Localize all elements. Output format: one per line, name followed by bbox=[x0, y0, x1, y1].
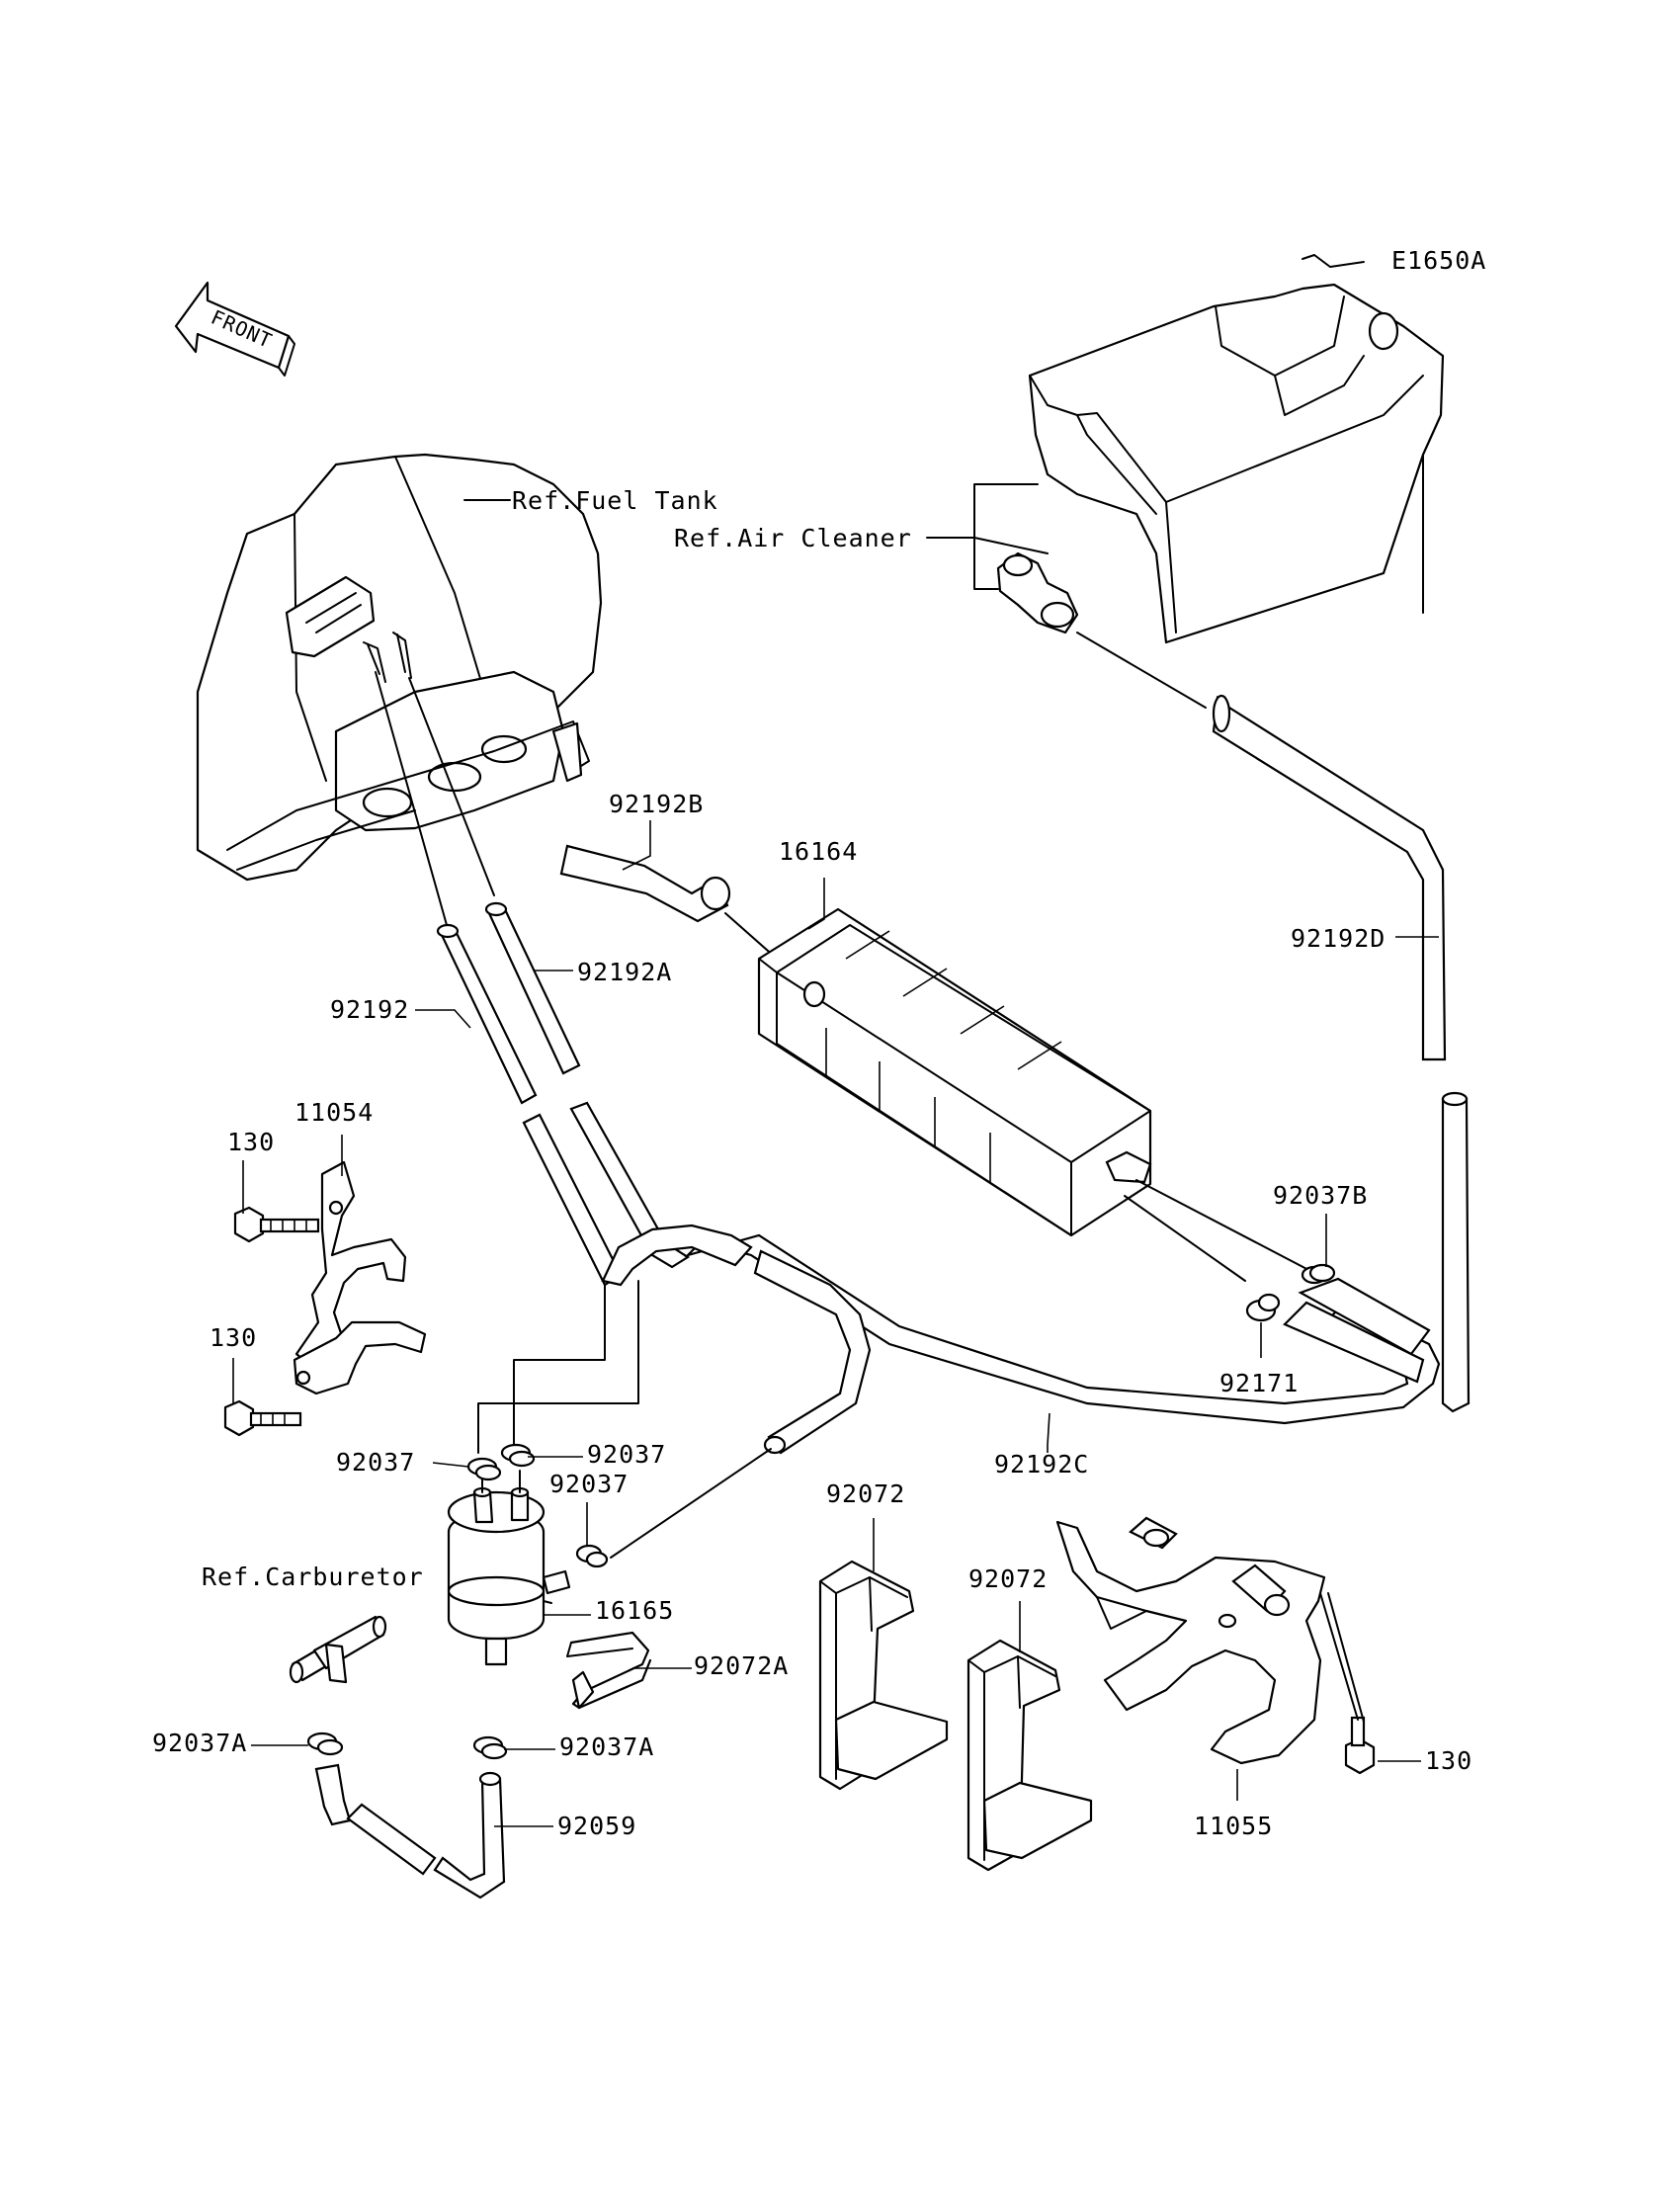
leader-lines bbox=[232, 820, 1439, 1827]
label-92171: 92171 bbox=[1219, 1369, 1299, 1397]
fuel-filter-16165 bbox=[447, 1486, 571, 1666]
label-92037B: 92037B bbox=[1273, 1181, 1368, 1210]
label-11054: 11054 bbox=[294, 1098, 374, 1127]
label-130-upper: 130 bbox=[227, 1128, 275, 1156]
bolt-130-right bbox=[1319, 1592, 1376, 1775]
bracket-11054 bbox=[293, 1160, 427, 1395]
clip-92171 bbox=[1245, 1293, 1281, 1322]
holder-92072-left bbox=[818, 1560, 949, 1791]
label-92037-left: 92037 bbox=[336, 1448, 415, 1477]
fuel-tank bbox=[196, 453, 603, 882]
label-92037-side: 92037 bbox=[549, 1470, 629, 1498]
label-92072A: 92072A bbox=[694, 1651, 789, 1680]
label-130-right: 130 bbox=[1425, 1746, 1472, 1775]
hose-92192B bbox=[559, 844, 811, 989]
hose-92192 bbox=[436, 923, 538, 1105]
ref-fuel-tank-label: Ref.Fuel Tank bbox=[512, 486, 718, 515]
label-92037-right: 92037 bbox=[587, 1440, 666, 1469]
label-92072-right: 92072 bbox=[968, 1564, 1048, 1593]
diagram-code: E1650A bbox=[1391, 246, 1486, 275]
label-16164: 16164 bbox=[779, 837, 858, 866]
label-92037A-right: 92037A bbox=[559, 1732, 654, 1761]
label-92192C: 92192C bbox=[994, 1450, 1089, 1479]
air-cleaner-housing bbox=[1028, 254, 1445, 644]
bolt-130-lower bbox=[223, 1399, 302, 1437]
clamp-92037-left bbox=[466, 1457, 502, 1481]
clamp-92037B bbox=[1301, 1263, 1336, 1285]
label-92192A: 92192A bbox=[577, 958, 672, 986]
clamp-92037A-right bbox=[472, 1735, 508, 1760]
label-130-lower: 130 bbox=[210, 1323, 257, 1352]
clamp-92037A-left bbox=[306, 1732, 344, 1756]
ref-air-cleaner-leader bbox=[926, 483, 1049, 590]
band-92072A bbox=[566, 1631, 652, 1710]
label-92192D: 92192D bbox=[1291, 924, 1386, 953]
ref-air-cleaner-label: Ref.Air Cleaner bbox=[674, 524, 912, 552]
air-cleaner-elbow bbox=[996, 551, 1079, 634]
clamp-92037-side bbox=[575, 1544, 609, 1568]
clamp-92037-right bbox=[500, 1443, 536, 1468]
canister-16164 bbox=[757, 907, 1315, 1282]
carburetor-tee bbox=[289, 1615, 387, 1684]
label-92192B: 92192B bbox=[609, 790, 704, 818]
label-16165: 16165 bbox=[595, 1596, 674, 1625]
label-11055: 11055 bbox=[1194, 1812, 1273, 1840]
ref-carburetor-label: Ref.Carburetor bbox=[202, 1563, 424, 1591]
holder-92072-right bbox=[966, 1639, 1093, 1872]
label-92037A-left: 92037A bbox=[152, 1729, 247, 1757]
front-arrow-icon: FRONT bbox=[174, 281, 295, 377]
hose-92192A bbox=[484, 901, 581, 1075]
hose-92192D bbox=[1076, 632, 1470, 1413]
label-92192: 92192 bbox=[330, 995, 409, 1024]
label-92059: 92059 bbox=[557, 1812, 636, 1840]
bracket-11055 bbox=[1055, 1516, 1326, 1765]
label-92072-left: 92072 bbox=[826, 1479, 905, 1508]
hose-92059 bbox=[314, 1763, 506, 1900]
bolt-130-upper bbox=[233, 1206, 320, 1243]
